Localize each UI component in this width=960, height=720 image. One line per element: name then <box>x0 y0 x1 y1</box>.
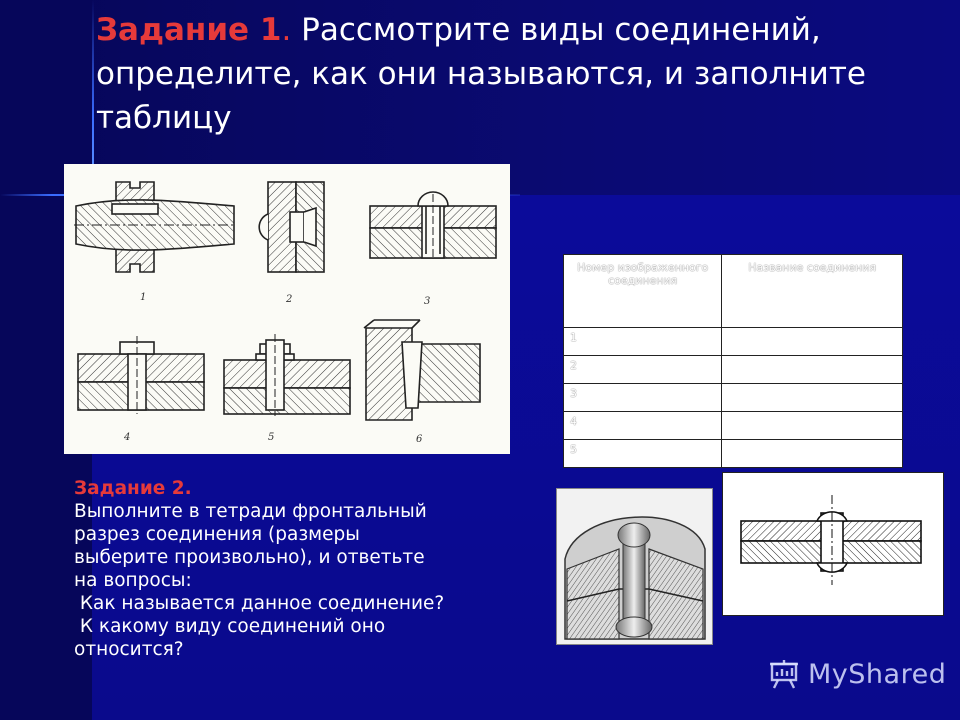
table-row: 3 <box>562 383 903 412</box>
figure-label-2: 2 <box>285 294 292 305</box>
joints-drawing: 1 2 3 4 5 6 <box>74 181 497 445</box>
table-row: 5 <box>562 439 903 468</box>
task-2-line: Выполните в тетради фронтальный <box>74 501 427 522</box>
title-text: Рассмотрите виды соединений, определите,… <box>96 12 866 136</box>
figure-4-bolt-joint <box>77 336 205 414</box>
table-cell-number: 1 <box>562 327 723 356</box>
table-cell-number: 2 <box>562 355 723 384</box>
task-2-block: Задание 2. Выполните в тетради фронтальн… <box>74 477 534 661</box>
figure-2-rivet-joint <box>258 181 325 273</box>
watermark: MyShared <box>766 654 946 694</box>
task-2-line: относится? <box>74 639 184 660</box>
task-2-line: выберите произвольно), и ответьте <box>74 547 425 568</box>
task-2-line: на вопросы: <box>74 570 192 591</box>
task-2-question: К какому виду соединений оно <box>74 616 386 637</box>
task-2-question: Как называется данное соединение? <box>74 593 445 614</box>
figure-5-stud-joint <box>223 334 351 416</box>
task-2-title: Задание 2. <box>74 478 192 499</box>
table-cell-name[interactable] <box>721 411 903 440</box>
answer-table: Номер изображенного соединения Название … <box>562 254 903 468</box>
table-row: 4 <box>562 411 903 440</box>
watermark-text: MyShared <box>808 658 947 690</box>
decorative-vertical-line <box>92 0 94 195</box>
figure-3-screw-joint <box>369 191 497 260</box>
figure-label-4: 4 <box>123 432 130 443</box>
header-name: Название соединения <box>721 254 903 328</box>
slide-title: Задание 1. Рассмотрите виды соединений, … <box>96 8 946 140</box>
figure-label-1: 1 <box>140 292 146 303</box>
table-cell-name[interactable] <box>721 439 903 468</box>
task-2-line: разрез соединения (размеры <box>74 524 360 545</box>
table-cell-number: 3 <box>562 383 723 412</box>
top-band <box>0 0 960 195</box>
rivet-3d-illustration <box>556 488 713 645</box>
figure-6-pin-joint <box>363 319 481 421</box>
figure-label-5: 5 <box>268 432 274 443</box>
table-cell-name[interactable] <box>721 355 903 384</box>
rivet-section-drawing-panel <box>722 472 944 616</box>
table-row: 1 <box>562 327 903 356</box>
rivet-section-drawing <box>740 495 922 585</box>
table-cell-number: 4 <box>562 411 723 440</box>
title-accent: Задание 1 <box>96 12 282 48</box>
table-cell-number: 5 <box>562 439 723 468</box>
title-dot: . <box>281 12 292 48</box>
table-cell-name[interactable] <box>721 383 903 412</box>
rivet-3d-drawing <box>557 489 712 644</box>
table-row: 2 <box>562 355 903 384</box>
header-number: Номер изображенного соединения <box>562 254 723 328</box>
figure-label-3: 3 <box>424 296 430 307</box>
table-cell-name[interactable] <box>721 327 903 356</box>
joints-drawing-panel: 1 2 3 4 5 6 <box>64 164 510 454</box>
figure-label-6: 6 <box>416 434 423 445</box>
table-header-row: Номер изображенного соединения Название … <box>562 254 903 328</box>
figure-1-key-joint <box>74 181 236 273</box>
presentation-icon <box>770 660 798 689</box>
